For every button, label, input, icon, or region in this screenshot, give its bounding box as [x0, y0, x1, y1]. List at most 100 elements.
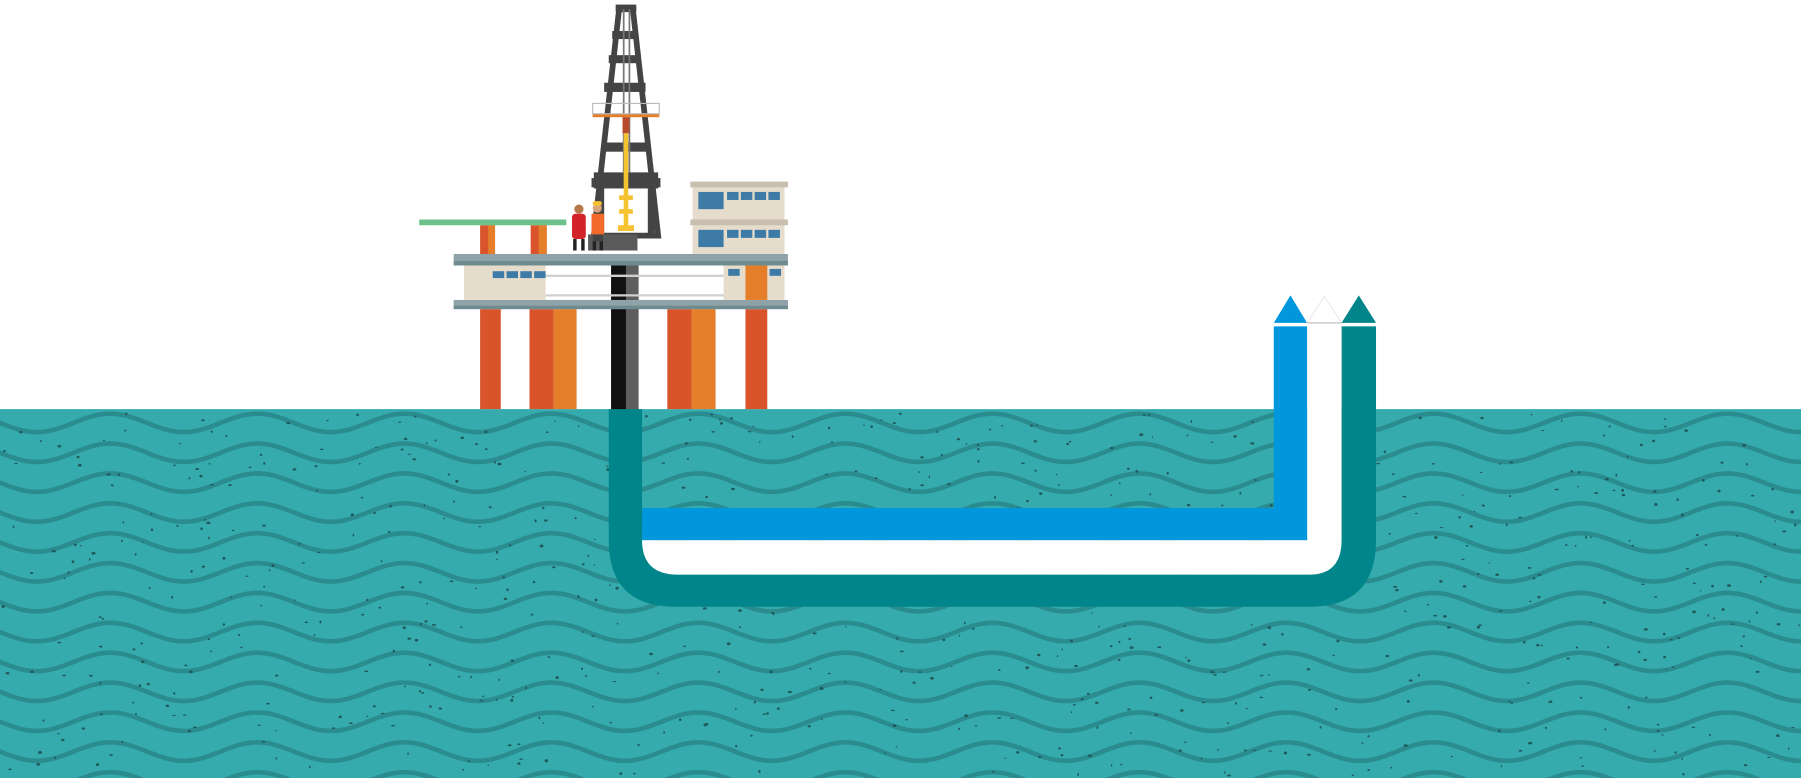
speckle — [870, 425, 873, 428]
speckle — [1602, 434, 1606, 437]
speckle — [976, 443, 980, 447]
speckle — [1461, 558, 1465, 561]
speckle — [1233, 434, 1237, 438]
speckle — [1763, 575, 1768, 578]
speckle — [455, 479, 459, 483]
speckle — [1332, 654, 1335, 657]
speckle — [1117, 658, 1121, 662]
speckle — [308, 765, 311, 769]
speckle — [313, 634, 316, 636]
speckle — [580, 667, 584, 670]
speckle — [403, 437, 408, 441]
speckle — [1376, 462, 1381, 465]
speckle — [587, 554, 590, 558]
speckle — [928, 475, 931, 479]
speckle — [524, 470, 527, 473]
speckle — [1039, 492, 1043, 495]
speckle — [57, 732, 60, 735]
speckle — [1035, 424, 1039, 426]
speckle — [1361, 742, 1364, 745]
speckle — [1536, 644, 1540, 647]
speckle — [1527, 567, 1532, 569]
speckle — [1505, 523, 1508, 527]
speckle — [1791, 726, 1795, 729]
speckle — [443, 517, 446, 520]
speckle — [271, 564, 275, 568]
speckle — [263, 585, 266, 588]
speckle — [988, 428, 992, 431]
speckle — [338, 715, 342, 719]
speckle — [1776, 622, 1781, 626]
speckle — [1190, 420, 1193, 424]
speckle — [1126, 467, 1130, 470]
speckle — [1250, 442, 1255, 445]
sea-speckles — [1, 412, 1801, 777]
speckle — [508, 544, 512, 547]
speckle — [1226, 722, 1230, 724]
speckle — [1518, 749, 1523, 752]
speckle — [245, 575, 249, 577]
speckle — [438, 707, 442, 710]
speckle — [679, 718, 682, 722]
speckle — [689, 418, 692, 422]
speckle — [1462, 494, 1464, 497]
speckle — [1210, 441, 1214, 443]
speckle — [1088, 754, 1092, 758]
speckle — [366, 715, 369, 718]
speckle — [1319, 726, 1322, 729]
speckle — [683, 645, 687, 648]
speckle — [1439, 579, 1443, 583]
speckle — [190, 569, 193, 573]
speckle — [1621, 488, 1625, 492]
speckle — [1751, 494, 1755, 497]
speckle — [1073, 703, 1076, 706]
speckle — [182, 714, 187, 716]
speckle — [187, 729, 192, 733]
speckle — [1080, 698, 1084, 701]
speckle — [237, 633, 241, 636]
speckle — [1091, 612, 1094, 614]
speckle — [1210, 670, 1214, 674]
speckle — [262, 524, 267, 527]
speckle — [760, 688, 764, 691]
speckle — [1254, 478, 1257, 482]
speckle — [1605, 477, 1609, 481]
speckle — [1118, 482, 1121, 485]
speckle — [1662, 632, 1666, 636]
speckle — [663, 731, 665, 734]
speckle — [479, 699, 484, 702]
speckle — [356, 413, 359, 417]
speckle — [193, 726, 197, 729]
speckle — [705, 495, 709, 499]
speckle — [1755, 611, 1759, 614]
drill-pipe-dark — [611, 258, 626, 411]
speckle — [1654, 596, 1658, 598]
speckle — [1244, 749, 1247, 752]
speckle — [1130, 732, 1132, 735]
speckle — [1367, 769, 1370, 771]
speckle — [1336, 639, 1340, 643]
speckle — [62, 674, 66, 677]
speckle — [1432, 462, 1435, 465]
speckle — [1259, 696, 1264, 699]
speckle — [101, 617, 104, 621]
speckle — [1638, 650, 1641, 654]
speckle — [1077, 773, 1079, 777]
drilling-derrick — [588, 4, 662, 251]
speckle — [830, 441, 834, 443]
speckle — [319, 620, 322, 624]
speckle — [467, 760, 471, 763]
sea — [0, 409, 1801, 778]
speckle — [1788, 747, 1790, 750]
speckle — [397, 421, 402, 423]
speckle — [173, 692, 176, 695]
speckle — [950, 666, 953, 668]
speckle — [1476, 572, 1480, 576]
speckle — [1653, 490, 1657, 493]
speckle — [361, 613, 365, 616]
speckle — [1498, 463, 1501, 465]
speckle — [1740, 645, 1743, 647]
speckle — [418, 690, 422, 693]
speckle — [1434, 536, 1438, 539]
